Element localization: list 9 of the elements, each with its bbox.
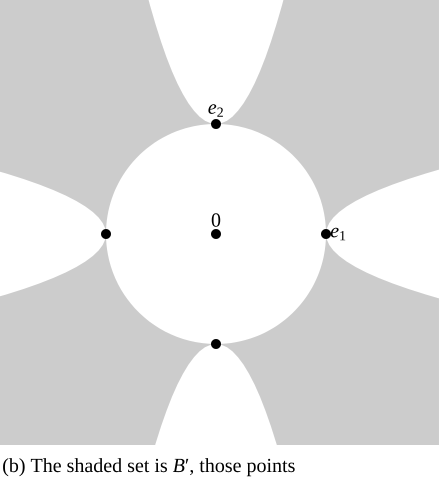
point (101, 229, 111, 239)
point (211, 119, 221, 129)
point-label: e$_{2}$ (208, 104, 223, 117)
caption: (b) The shaded set is B′, those points (3, 458, 295, 476)
point-label: e$_{1}$ (330, 228, 346, 240)
point (211, 229, 221, 239)
point (211, 339, 221, 349)
point-label: 0 (212, 213, 220, 227)
point (321, 229, 331, 239)
